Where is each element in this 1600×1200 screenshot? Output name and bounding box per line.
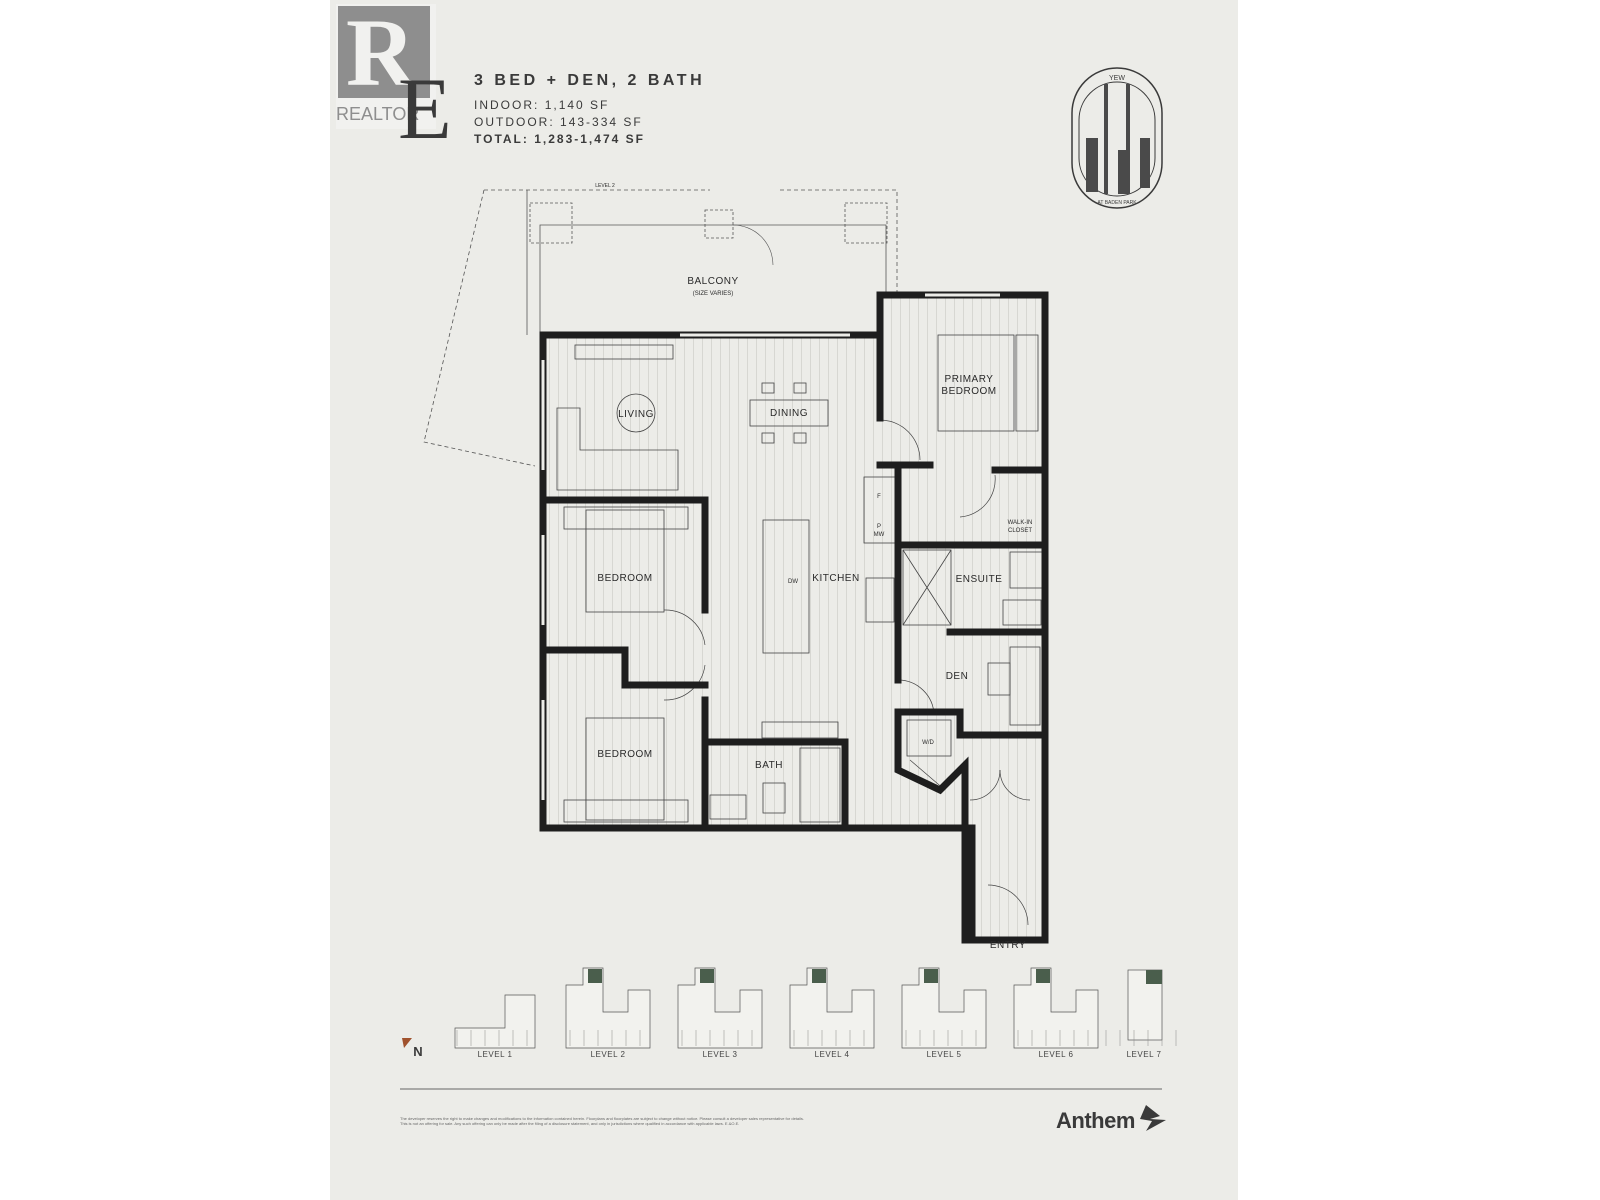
pantry-label: P (877, 524, 881, 530)
key-plan-level-6: LEVEL 6 (1013, 967, 1099, 1059)
dining-label: DINING (770, 408, 808, 419)
key-plan-label-1: LEVEL 1 (478, 1050, 513, 1059)
indoor-value: 1,140 SF (544, 98, 610, 112)
north-arrow: N (402, 1038, 423, 1059)
disclaimer-line-1: The developer reserves the right to make… (400, 1116, 805, 1121)
level-key-plans: LEVEL 1 LEVEL 2 LEVEL 3 LEVEL 4 LEVEL 5 LEVEL… (454, 967, 1177, 1059)
primary-bedroom-label-1: PRIMARY (945, 374, 994, 385)
entry-label: ENTRY (990, 940, 1026, 951)
indoor-area: INDOOR: 1,140 SF (474, 98, 609, 112)
walk-in-closet-label-2: CLOSET (1008, 528, 1032, 534)
realtor-e-mark: E (398, 61, 452, 158)
washer-dryer-label: W/D (922, 740, 934, 746)
key-plan-level-4: LEVEL 4 (789, 967, 875, 1059)
outdoor-area: OUTDOOR: 143-334 SF (474, 115, 643, 129)
kitchen-label: KITCHEN (812, 573, 859, 584)
disclaimer-line-2: This is not an offering for sale. Any su… (400, 1121, 740, 1126)
indoor-label: INDOOR: (474, 98, 540, 112)
key-plan-level-3: LEVEL 3 (677, 967, 763, 1059)
key-plan-level-5: LEVEL 5 (901, 967, 987, 1059)
logo-bottom-text: AT BADEN PARK (1097, 200, 1137, 206)
key-plan-level-7: LEVEL 7 (1105, 969, 1177, 1059)
balcony-note: (SIZE VARIES) (693, 291, 734, 297)
total-label: TOTAL: (474, 132, 529, 146)
fridge-label: F (877, 494, 881, 500)
realtor-watermark: R REALTOR (336, 4, 436, 129)
furniture (556, 334, 1043, 823)
key-plan-level-2: LEVEL 2 (565, 967, 651, 1059)
north-label: N (413, 1044, 422, 1059)
key-plan-label-5: LEVEL 5 (927, 1050, 962, 1059)
windows (541, 293, 1000, 800)
living-label: LIVING (618, 409, 654, 420)
key-plan-label-6: LEVEL 6 (1039, 1050, 1074, 1059)
logo-top-text: YEW (1109, 75, 1125, 82)
balcony (423, 189, 898, 467)
bedroom-2-label: BEDROOM (597, 749, 652, 760)
anthem-logo-text: Anthem (1056, 1108, 1135, 1133)
key-plan-label-3: LEVEL 3 (703, 1050, 738, 1059)
microwave-label: MW (874, 532, 885, 538)
unit-type-title: 3 BED + DEN, 2 BATH (474, 72, 706, 89)
total-area: TOTAL: 1,283-1,474 SF (474, 132, 645, 146)
outdoor-label: OUTDOOR: (474, 115, 555, 129)
disclaimer: The developer reserves the right to make… (400, 1116, 860, 1126)
bedroom-1-label: BEDROOM (597, 573, 652, 584)
level-note: LEVEL 2 (595, 183, 615, 189)
bath-label: BATH (755, 760, 783, 771)
walls (539, 291, 1049, 944)
dishwasher-label: DW (788, 579, 798, 585)
key-plan-label-4: LEVEL 4 (815, 1050, 850, 1059)
key-plan-label-7: LEVEL 7 (1127, 1050, 1162, 1059)
total-value: 1,283-1,474 SF (534, 132, 645, 146)
primary-bedroom-label-2: BEDROOM (941, 386, 996, 397)
den-label: DEN (946, 671, 969, 682)
anthem-logo-mark (1140, 1105, 1166, 1131)
key-plan-level-1: LEVEL 1 (454, 994, 536, 1059)
walk-in-closet-label-1: WALK-IN (1008, 520, 1033, 526)
key-plan-label-2: LEVEL 2 (591, 1050, 626, 1059)
realtor-logo-letter: R (346, 0, 416, 106)
ensuite-label: ENSUITE (956, 574, 1003, 585)
realtor-logo-label: REALTOR (336, 104, 420, 124)
yew-project-logo: YEW AT BADEN PARK (1071, 67, 1163, 209)
outdoor-value: 143-334 SF (560, 115, 643, 129)
balcony-label: BALCONY (687, 276, 738, 287)
realtor-logo-square (338, 6, 430, 98)
